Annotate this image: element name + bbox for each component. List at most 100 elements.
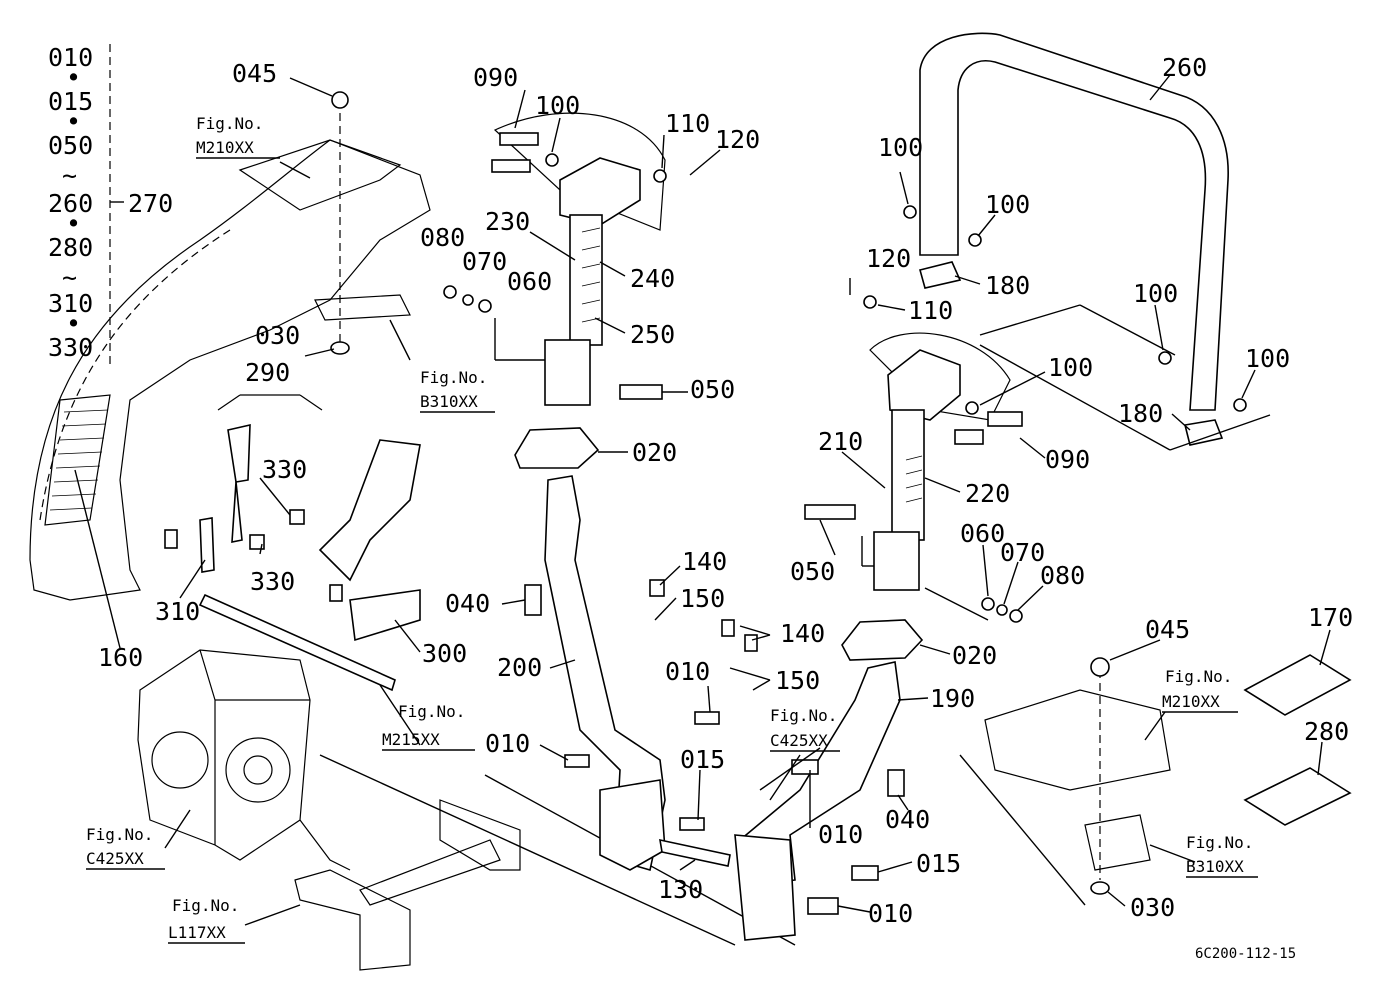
rubber-cushion-icon <box>1090 881 1110 895</box>
part-label-100: 100 <box>1048 353 1093 382</box>
part-label-290: 290 <box>245 358 290 387</box>
part-label-110: 110 <box>665 109 710 138</box>
figure-ref-code: C425XX <box>86 849 144 868</box>
figure-ref-b310: Fig.No. B310XX <box>1186 833 1258 878</box>
cap-180 <box>1184 419 1224 446</box>
nut-icon <box>863 295 877 309</box>
right-pedal-assembly <box>734 295 1023 941</box>
part-label-060: 060 <box>507 267 552 296</box>
group-line: 015 <box>48 87 93 116</box>
bolt-icon <box>887 769 905 797</box>
bolt-icon <box>804 504 856 520</box>
rubber-cushion-icon <box>330 341 350 355</box>
part-label-100: 100 <box>535 91 580 120</box>
pedal-rubber <box>841 619 924 661</box>
nut-icon <box>443 285 457 299</box>
figure-ref-c425: Fig.No. C425XX <box>770 706 840 752</box>
group-line: 260 <box>48 189 93 218</box>
part-label-080: 080 <box>420 223 465 252</box>
part-label-170: 170 <box>1308 603 1353 632</box>
part-label-020: 020 <box>952 641 997 670</box>
bolt-icon <box>491 159 531 173</box>
part-label-010: 010 <box>868 899 913 928</box>
part-label-100: 100 <box>1133 279 1178 308</box>
part-label-150: 150 <box>680 584 725 613</box>
part-label-070: 070 <box>1000 538 1045 567</box>
part-label-210: 210 <box>818 427 863 456</box>
pedal-pad <box>559 157 641 226</box>
washer-icon <box>903 205 917 219</box>
part-label-070: 070 <box>462 247 507 276</box>
part-label-045: 045 <box>1145 615 1190 644</box>
pedal-arm-sleeve <box>544 339 591 406</box>
group-line: 330 <box>48 333 93 362</box>
part-label-100: 100 <box>985 190 1030 219</box>
part-label-100: 100 <box>878 133 923 162</box>
figure-ref-line: Fig.No. <box>196 114 263 133</box>
part-label-240: 240 <box>630 264 675 293</box>
right-frame-drawing <box>959 657 1171 906</box>
left-pedal-assembly <box>443 112 758 872</box>
figure-references: Fig.No. M210XX Fig.No. B310XX Fig.No. M2… <box>86 114 1258 944</box>
figure-ref-m210: Fig.No. M210XX <box>196 114 280 159</box>
part-label-230: 230 <box>485 207 530 236</box>
handle-bar-260 <box>903 32 1271 451</box>
part-label-280: 280 <box>1304 717 1349 746</box>
figure-ref-line: Fig.No. <box>172 896 239 915</box>
figure-ref-line: Fig.No. <box>398 702 465 721</box>
part-label-090: 090 <box>473 63 518 92</box>
decal-sheet-280 <box>1243 767 1352 826</box>
washer-icon <box>1158 351 1172 365</box>
part-label-330: 330 <box>250 567 295 596</box>
part-label-050: 050 <box>790 557 835 586</box>
part-label-120: 120 <box>866 244 911 273</box>
shift-lever-assembly <box>164 394 421 692</box>
part-label-090: 090 <box>1045 445 1090 474</box>
figure-ref-code: C425XX <box>770 731 828 750</box>
part-label-190: 190 <box>930 684 975 713</box>
washer-icon <box>1233 398 1247 412</box>
nut-icon <box>653 169 667 183</box>
bolt-icon <box>954 429 984 445</box>
figure-ref-b310: Fig.No. B310XX <box>420 368 495 413</box>
part-label-050: 050 <box>690 375 735 404</box>
flange-nut-icon <box>331 91 349 109</box>
figure-ref-m210: Fig.No. M210XX <box>1162 667 1238 713</box>
plate-130 <box>659 838 731 867</box>
washer-icon <box>968 233 982 247</box>
pedal-arm-upper <box>891 409 925 541</box>
decal-hatch <box>905 455 923 503</box>
flange-nut-icon <box>1090 657 1110 677</box>
bolt-icon <box>249 534 265 550</box>
washer-icon <box>545 153 559 167</box>
figure-ref-m215: Fig.No. M215XX <box>382 702 475 751</box>
decal-hatch <box>581 227 601 323</box>
left-fender-drawing <box>29 91 431 601</box>
bolt-icon <box>744 634 758 652</box>
part-label-045: 045 <box>232 59 277 88</box>
pedal-arm-sleeve <box>873 531 920 591</box>
figure-ref-line: Fig.No. <box>1165 667 1232 686</box>
part-label-250: 250 <box>630 320 675 349</box>
bolt-icon <box>329 584 343 602</box>
bolt-icon <box>987 411 1023 427</box>
figure-ref-line: Fig.No. <box>86 825 153 844</box>
figure-ref-code: M210XX <box>1162 692 1220 711</box>
drawing-code: 6C200-112-15 <box>1195 946 1296 962</box>
bolt-icon <box>289 509 305 525</box>
part-label-040: 040 <box>885 805 930 834</box>
group-line: • <box>66 309 81 338</box>
part-label-220: 220 <box>965 479 1010 508</box>
washer-icon <box>981 597 995 611</box>
washer-icon <box>965 401 979 415</box>
part-label-030: 030 <box>255 321 300 350</box>
figure-ref-line: Fig.No. <box>1186 833 1253 852</box>
figure-ref-l117: Fig.No. L117XX <box>168 896 245 944</box>
part-label-040: 040 <box>445 589 490 618</box>
pedal-arm-200 <box>544 475 666 872</box>
part-label-080: 080 <box>1040 561 1085 590</box>
group-line: • <box>66 107 81 136</box>
figure-ref-code: B310XX <box>1186 857 1244 876</box>
